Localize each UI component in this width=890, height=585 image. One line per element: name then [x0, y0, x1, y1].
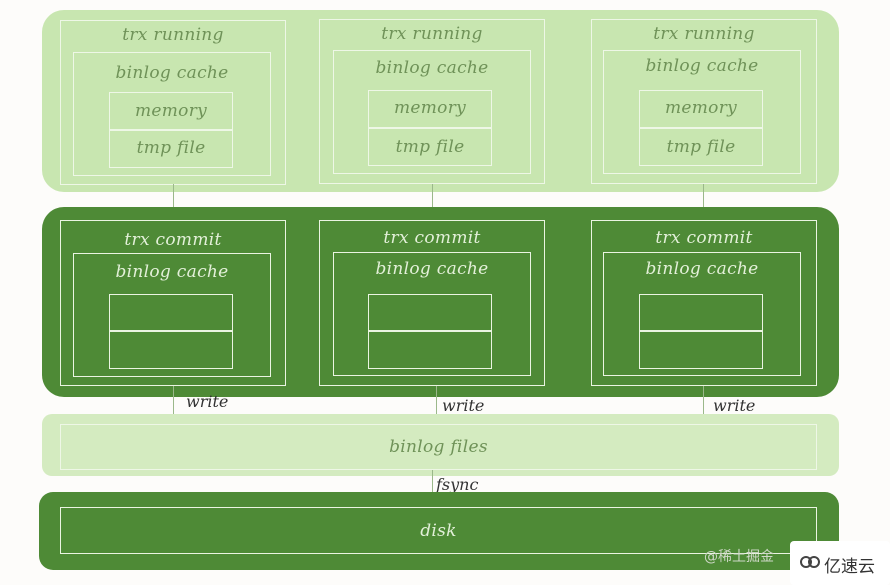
binlog-cache-box-3: binlog cache [603, 50, 801, 174]
trx-running-box-2: trx running [319, 19, 545, 184]
trx-commit-box-2: trx commit [319, 220, 545, 386]
commit-tmp-slot-3 [639, 331, 763, 369]
binlog-files-label: binlog files [389, 437, 488, 457]
trx-running-label-3: trx running [653, 24, 755, 44]
arrow-fsync [432, 470, 433, 502]
tmp-file-label-2: tmp file [395, 137, 465, 157]
trx-running-label-1: trx running [122, 25, 224, 45]
commit-memory-slot-3 [639, 294, 763, 331]
binlog-cache-box-1: binlog cache [73, 52, 271, 176]
trx-running-label-2: trx running [381, 24, 483, 44]
commit-memory-slot-2 [368, 294, 492, 331]
tmp-file-box-1: tmp file [109, 130, 233, 168]
binlog-cache-label-1: binlog cache [115, 63, 229, 83]
disk-band [39, 492, 839, 570]
write-label-2: write [442, 396, 485, 415]
logo-text: 亿速云 [824, 557, 875, 577]
arrow-write-1 [173, 386, 174, 420]
disk-label: disk [420, 521, 457, 541]
arrow-write-2 [436, 386, 437, 420]
arrow-write-3 [703, 386, 704, 420]
trx-commit-box-1: trx commit [60, 220, 286, 386]
memory-label-3: memory [664, 98, 738, 118]
commit-binlog-cache-box-3: binlog cache [603, 252, 801, 376]
trx-running-box-3: trx running [591, 19, 817, 184]
binlog-cache-label-3: binlog cache [645, 56, 759, 76]
trx-commit-label-2: trx commit [383, 228, 481, 248]
commit-tmp-slot-2 [368, 331, 492, 369]
trx-running-band [42, 10, 839, 192]
trx-commit-band [42, 207, 839, 397]
memory-box-1: memory [109, 92, 233, 130]
commit-binlog-cache-label-3: binlog cache [645, 259, 759, 279]
binlog-cache-label-2: binlog cache [375, 58, 489, 78]
tmp-file-box-3: tmp file [639, 128, 763, 166]
logo-badge: 亿速云 [790, 541, 890, 585]
binlog-files-box: binlog files [60, 424, 817, 470]
arrow-running-to-commit-2 [432, 184, 433, 214]
trx-commit-label-3: trx commit [655, 228, 753, 248]
tmp-file-label-1: tmp file [136, 138, 206, 158]
memory-label-1: memory [134, 101, 208, 121]
trx-commit-label-1: trx commit [124, 230, 222, 250]
memory-box-3: memory [639, 90, 763, 128]
fsync-label: fsync [436, 475, 479, 494]
trx-commit-box-3: trx commit [591, 220, 817, 386]
write-label-3: write [713, 396, 756, 415]
logo-icon [800, 554, 820, 570]
memory-label-2: memory [393, 98, 467, 118]
commit-memory-slot-1 [109, 294, 233, 331]
commit-binlog-cache-box-1: binlog cache [73, 253, 271, 377]
memory-box-2: memory [368, 90, 492, 128]
commit-binlog-cache-label-2: binlog cache [375, 259, 489, 279]
write-label-1: write [186, 392, 229, 411]
tmp-file-box-2: tmp file [368, 128, 492, 166]
tmp-file-label-3: tmp file [666, 137, 736, 157]
arrow-running-to-commit-3 [703, 184, 704, 214]
commit-binlog-cache-label-1: binlog cache [115, 262, 229, 282]
watermark-text: @稀土掘金 [704, 549, 774, 565]
binlog-cache-box-2: binlog cache [333, 50, 531, 174]
commit-binlog-cache-box-2: binlog cache [333, 252, 531, 376]
arrow-running-to-commit-1 [173, 184, 174, 214]
commit-tmp-slot-1 [109, 331, 233, 369]
disk-box: disk [60, 507, 817, 554]
